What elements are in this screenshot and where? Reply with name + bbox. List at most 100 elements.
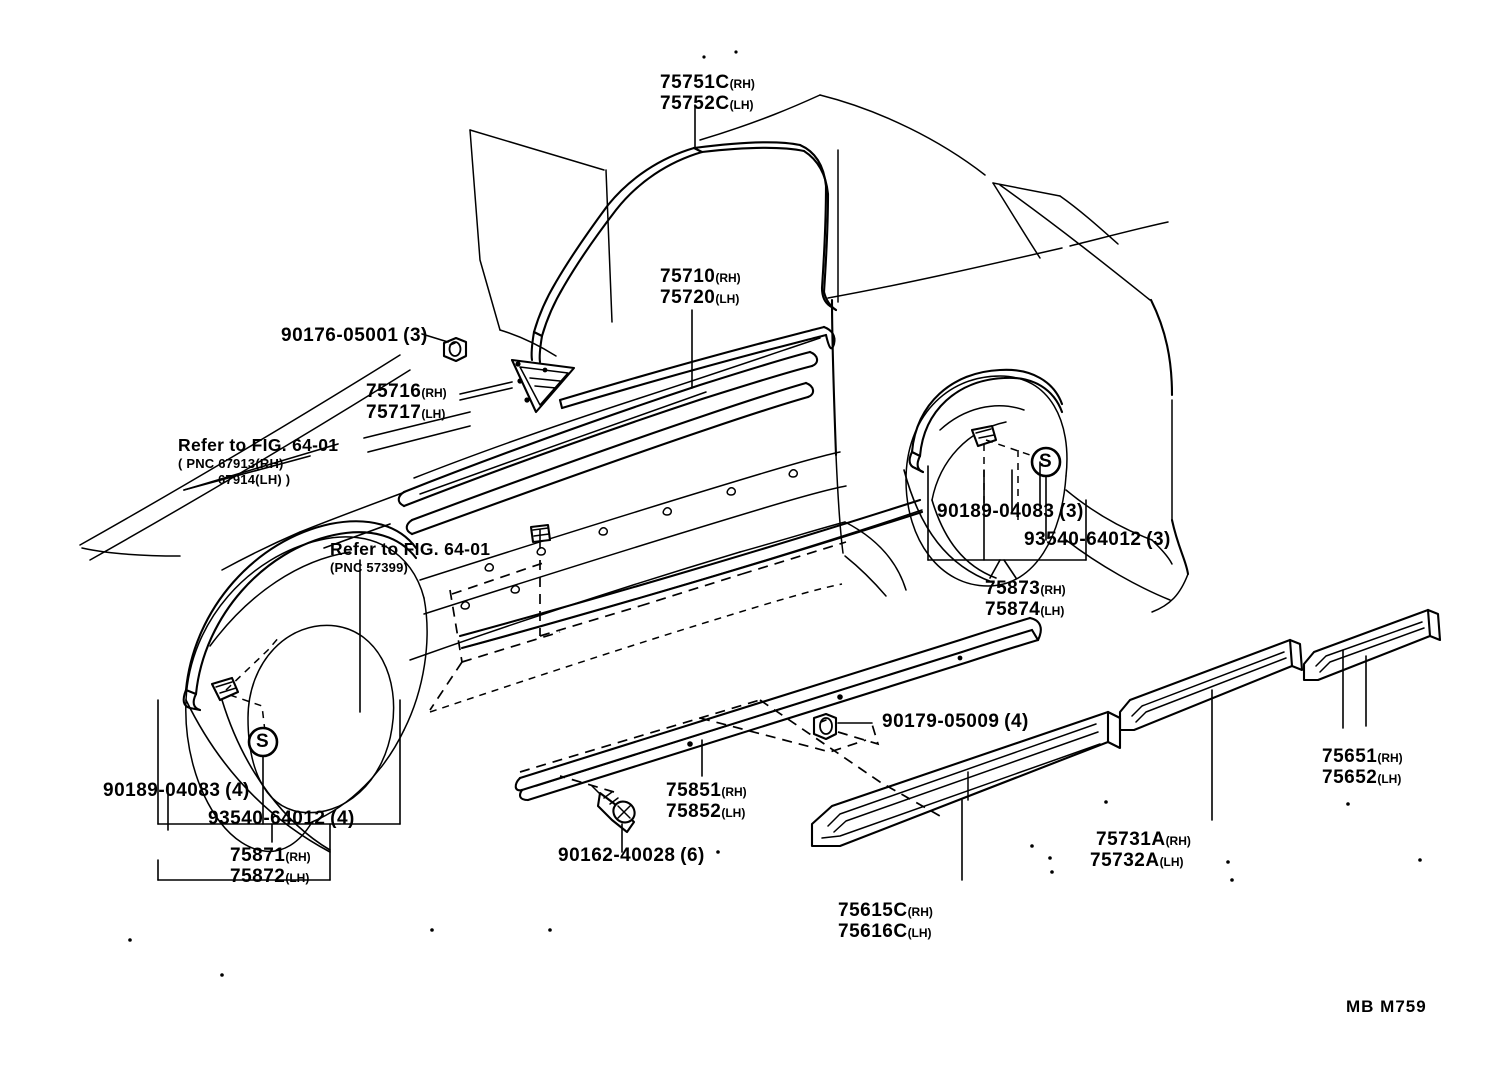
leader-refer-lower xyxy=(323,523,391,549)
body-side-moulding-on-car-2 xyxy=(405,381,815,536)
label-rocker-panel-moulding-lh: 75852(LH) xyxy=(666,801,745,823)
quarter-moulding-piece xyxy=(1302,608,1442,682)
roof-drip-weatherstrip xyxy=(530,141,838,364)
leader-refer-upper xyxy=(363,411,471,439)
quantity: (4) xyxy=(1004,711,1029,732)
part-number-90162-40028: 90162-40028 xyxy=(558,845,676,866)
side-rh: (RH) xyxy=(1377,751,1403,765)
side-rh: (RH) xyxy=(285,850,311,864)
side-rh: (RH) xyxy=(729,77,755,91)
part-number-90189-04083-front: 90189-04083 xyxy=(103,780,221,801)
label-quarter-moulding-lh: 75652(LH) xyxy=(1322,767,1401,789)
service-marker-front-label: S xyxy=(256,731,269,752)
quantity: (6) xyxy=(680,845,705,866)
front-wheel-clip xyxy=(210,676,240,702)
leader-75716 xyxy=(459,381,513,395)
label-body-side-moulding: 75731A(RH) xyxy=(1096,829,1191,851)
part-number-75616c: 75616C xyxy=(838,921,908,942)
label-roof-drip-moulding: 75751C(RH) xyxy=(660,72,755,94)
side-rh: (RH) xyxy=(715,271,741,285)
label-body-side-moulding-end-lh: 75616C(LH) xyxy=(838,921,932,943)
side-lh: (LH) xyxy=(729,98,754,112)
label-door-belt-moulding: 75710(RH) xyxy=(660,266,741,288)
rocker-panel-moulding-exploded xyxy=(514,616,1042,802)
label-rear-wheel-opening-moulding-lh: 75874(LH) xyxy=(985,599,1064,621)
screw-icon xyxy=(591,785,636,834)
rear-wheel-clip xyxy=(970,424,998,448)
part-number-93540-64012-rear: 93540-64012 xyxy=(1024,529,1142,550)
label-refer-fig-lower-line1: Refer to FIG. 64-01 xyxy=(330,539,491,559)
label-quarter-moulding: 75651(RH) xyxy=(1322,746,1403,768)
label-door-corner-garnish: 75716(RH) xyxy=(366,381,447,403)
door-belt-moulding xyxy=(558,325,836,410)
quantity: (3) xyxy=(1146,529,1171,550)
part-number-75852: 75852 xyxy=(666,801,722,822)
side-lh: (LH) xyxy=(715,292,740,306)
door-clip-marks xyxy=(460,469,798,610)
part-number-75615c: 75615C xyxy=(838,900,908,921)
side-lh: (LH) xyxy=(421,407,446,421)
part-number-75872: 75872 xyxy=(230,866,286,887)
label-front-wheel-opening-moulding: 75871(RH) xyxy=(230,845,311,867)
part-number-75731a: 75731A xyxy=(1096,829,1166,850)
quantity: (4) xyxy=(330,808,355,829)
side-rh: (RH) xyxy=(421,386,447,400)
label-rear-wheel-clip: 90189-04083 (3) xyxy=(937,501,1084,523)
label-clip-rocker: 90179-05009 (4) xyxy=(882,711,1029,733)
label-body-side-moulding-end: 75615C(RH) xyxy=(838,900,933,922)
part-number-75717: 75717 xyxy=(366,402,422,423)
part-number-75720: 75720 xyxy=(660,287,716,308)
side-lh: (LH) xyxy=(907,926,932,940)
label-refer-fig-lower-line2: (PNC 57399) xyxy=(330,560,409,575)
front-wheel-opening-moulding xyxy=(182,520,418,712)
body-side-moulding-long xyxy=(1118,638,1304,732)
side-lh: (LH) xyxy=(285,871,310,885)
nut-90176 xyxy=(442,336,468,363)
part-number-75751c: 75751C xyxy=(660,72,730,93)
label-rear-wheel-opening-moulding: 75873(RH) xyxy=(985,578,1066,600)
diagram-footer-code: MB M759 xyxy=(1346,997,1427,1016)
side-rh: (RH) xyxy=(721,785,747,799)
label-refer-fig-upper-line1: Refer to FIG. 64-01 xyxy=(178,435,339,455)
label-rear-wheel-grommet: 93540-64012 (3) xyxy=(1024,529,1171,551)
label-door-belt-moulding-lh: 75720(LH) xyxy=(660,287,739,309)
clip-90179-icon xyxy=(812,712,838,741)
part-number-75851: 75851 xyxy=(666,780,722,801)
part-number-90189-04083-rear: 90189-04083 xyxy=(937,501,1055,522)
part-number-75871: 75871 xyxy=(230,845,286,866)
part-number-90179-05009: 90179-05009 xyxy=(882,711,1000,732)
label-front-wheel-clip: 90189-04083 (4) xyxy=(103,780,250,802)
body-side-moulding-end-piece xyxy=(810,710,1122,848)
quantity: (3) xyxy=(403,325,428,346)
label-front-wheel-opening-moulding-lh: 75872(LH) xyxy=(230,866,309,888)
side-lh: (LH) xyxy=(721,806,746,820)
label-refer-fig-upper-line2: ( PNC 67913(RH) xyxy=(178,456,284,471)
part-number-75652: 75652 xyxy=(1322,767,1378,788)
label-screw: 90162-40028 (6) xyxy=(558,845,705,867)
door-corner-garnish xyxy=(510,358,576,414)
label-refer-fig-upper-line3: 67914(LH) ) xyxy=(218,472,291,487)
car-body-outline xyxy=(79,94,1190,881)
label-body-side-moulding-lh: 75732A(LH) xyxy=(1090,850,1184,872)
side-rh: (RH) xyxy=(1165,834,1191,848)
side-lh: (LH) xyxy=(1040,604,1065,618)
part-number-75874: 75874 xyxy=(985,599,1041,620)
quantity: (4) xyxy=(225,780,250,801)
part-number-75716: 75716 xyxy=(366,381,422,402)
quantity: (3) xyxy=(1059,501,1084,522)
side-rh: (RH) xyxy=(1040,583,1066,597)
side-lh: (LH) xyxy=(1159,855,1184,869)
body-side-moulding-on-car xyxy=(397,350,819,508)
service-marker-rear-label: S xyxy=(1039,451,1052,472)
side-lh: (LH) xyxy=(1377,772,1402,786)
rear-wheel-opening-moulding xyxy=(908,368,1064,474)
label-front-wheel-grommet: 93540-64012 (4) xyxy=(208,808,355,830)
part-number-93540-64012-front: 93540-64012 xyxy=(208,808,326,829)
side-rh: (RH) xyxy=(907,905,933,919)
part-number-75710: 75710 xyxy=(660,266,716,287)
label-roof-drip-moulding-lh: 75752C(LH) xyxy=(660,93,754,115)
leader-90176 xyxy=(421,333,449,343)
part-number-75752c: 75752C xyxy=(660,93,730,114)
